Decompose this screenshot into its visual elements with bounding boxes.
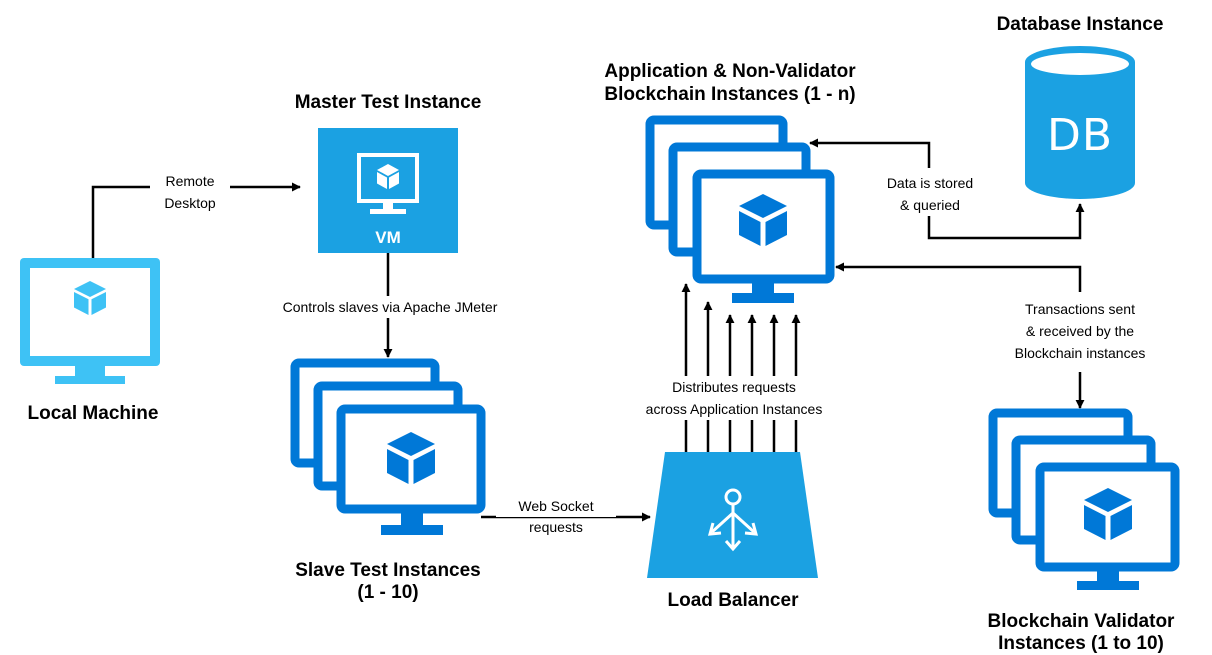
distributes-label-line1: Distributes requests <box>616 376 852 398</box>
data-stored-label-line2: & queried <box>870 194 990 216</box>
app-instances-icon <box>645 115 835 303</box>
data-stored-label-line1: Data is stored <box>870 172 990 194</box>
database-title: Database Instance <box>996 14 1164 35</box>
vm-badge: VM <box>375 228 401 247</box>
arrow-remote-desktop <box>91 182 301 258</box>
db-badge: DB <box>1046 110 1114 161</box>
controls-slaves-label: Controls slaves via Apache JMeter <box>262 296 518 318</box>
app-instances-title-line1: Application & Non-Validator <box>604 61 856 82</box>
transactions-label-line1: Transactions sent <box>1000 298 1160 320</box>
remote-desktop-label-line2: Desktop <box>164 195 216 211</box>
slave-test-title-line2: (1 - 10) <box>357 582 419 603</box>
remote-desktop-label-line1: Remote <box>150 170 230 192</box>
load-balancer-icon <box>647 452 818 578</box>
arrow-data-to-app <box>809 138 931 168</box>
slave-test-title-line1: Slave Test Instances <box>295 560 481 581</box>
master-test-title: Master Test Instance <box>294 92 482 113</box>
validator-title-line1: Blockchain Validator <box>987 611 1175 632</box>
load-balancer-title: Load Balancer <box>667 590 799 611</box>
validator-instances-icon <box>988 408 1180 590</box>
local-machine-title: Local Machine <box>27 403 159 424</box>
arrow-data-to-db <box>927 203 1085 240</box>
database-icon <box>1025 46 1135 199</box>
validator-title-line2: Instances (1 to 10) <box>998 633 1164 654</box>
slave-test-instances-icon <box>290 358 486 535</box>
vm-icon <box>318 128 458 253</box>
transactions-label-line3: Blockchain instances <box>1000 342 1160 364</box>
app-instances-title-line2: Blockchain Instances (1 - n) <box>604 84 856 105</box>
distributes-label-line2: across Application Instances <box>616 398 852 420</box>
local-machine-icon <box>20 258 160 384</box>
transactions-label-line2: & received by the <box>1000 320 1160 342</box>
web-socket-label-line2: requests <box>529 519 583 535</box>
arrow-tx-to-app <box>835 262 1082 292</box>
web-socket-label-line1: Web Socket <box>496 495 616 517</box>
